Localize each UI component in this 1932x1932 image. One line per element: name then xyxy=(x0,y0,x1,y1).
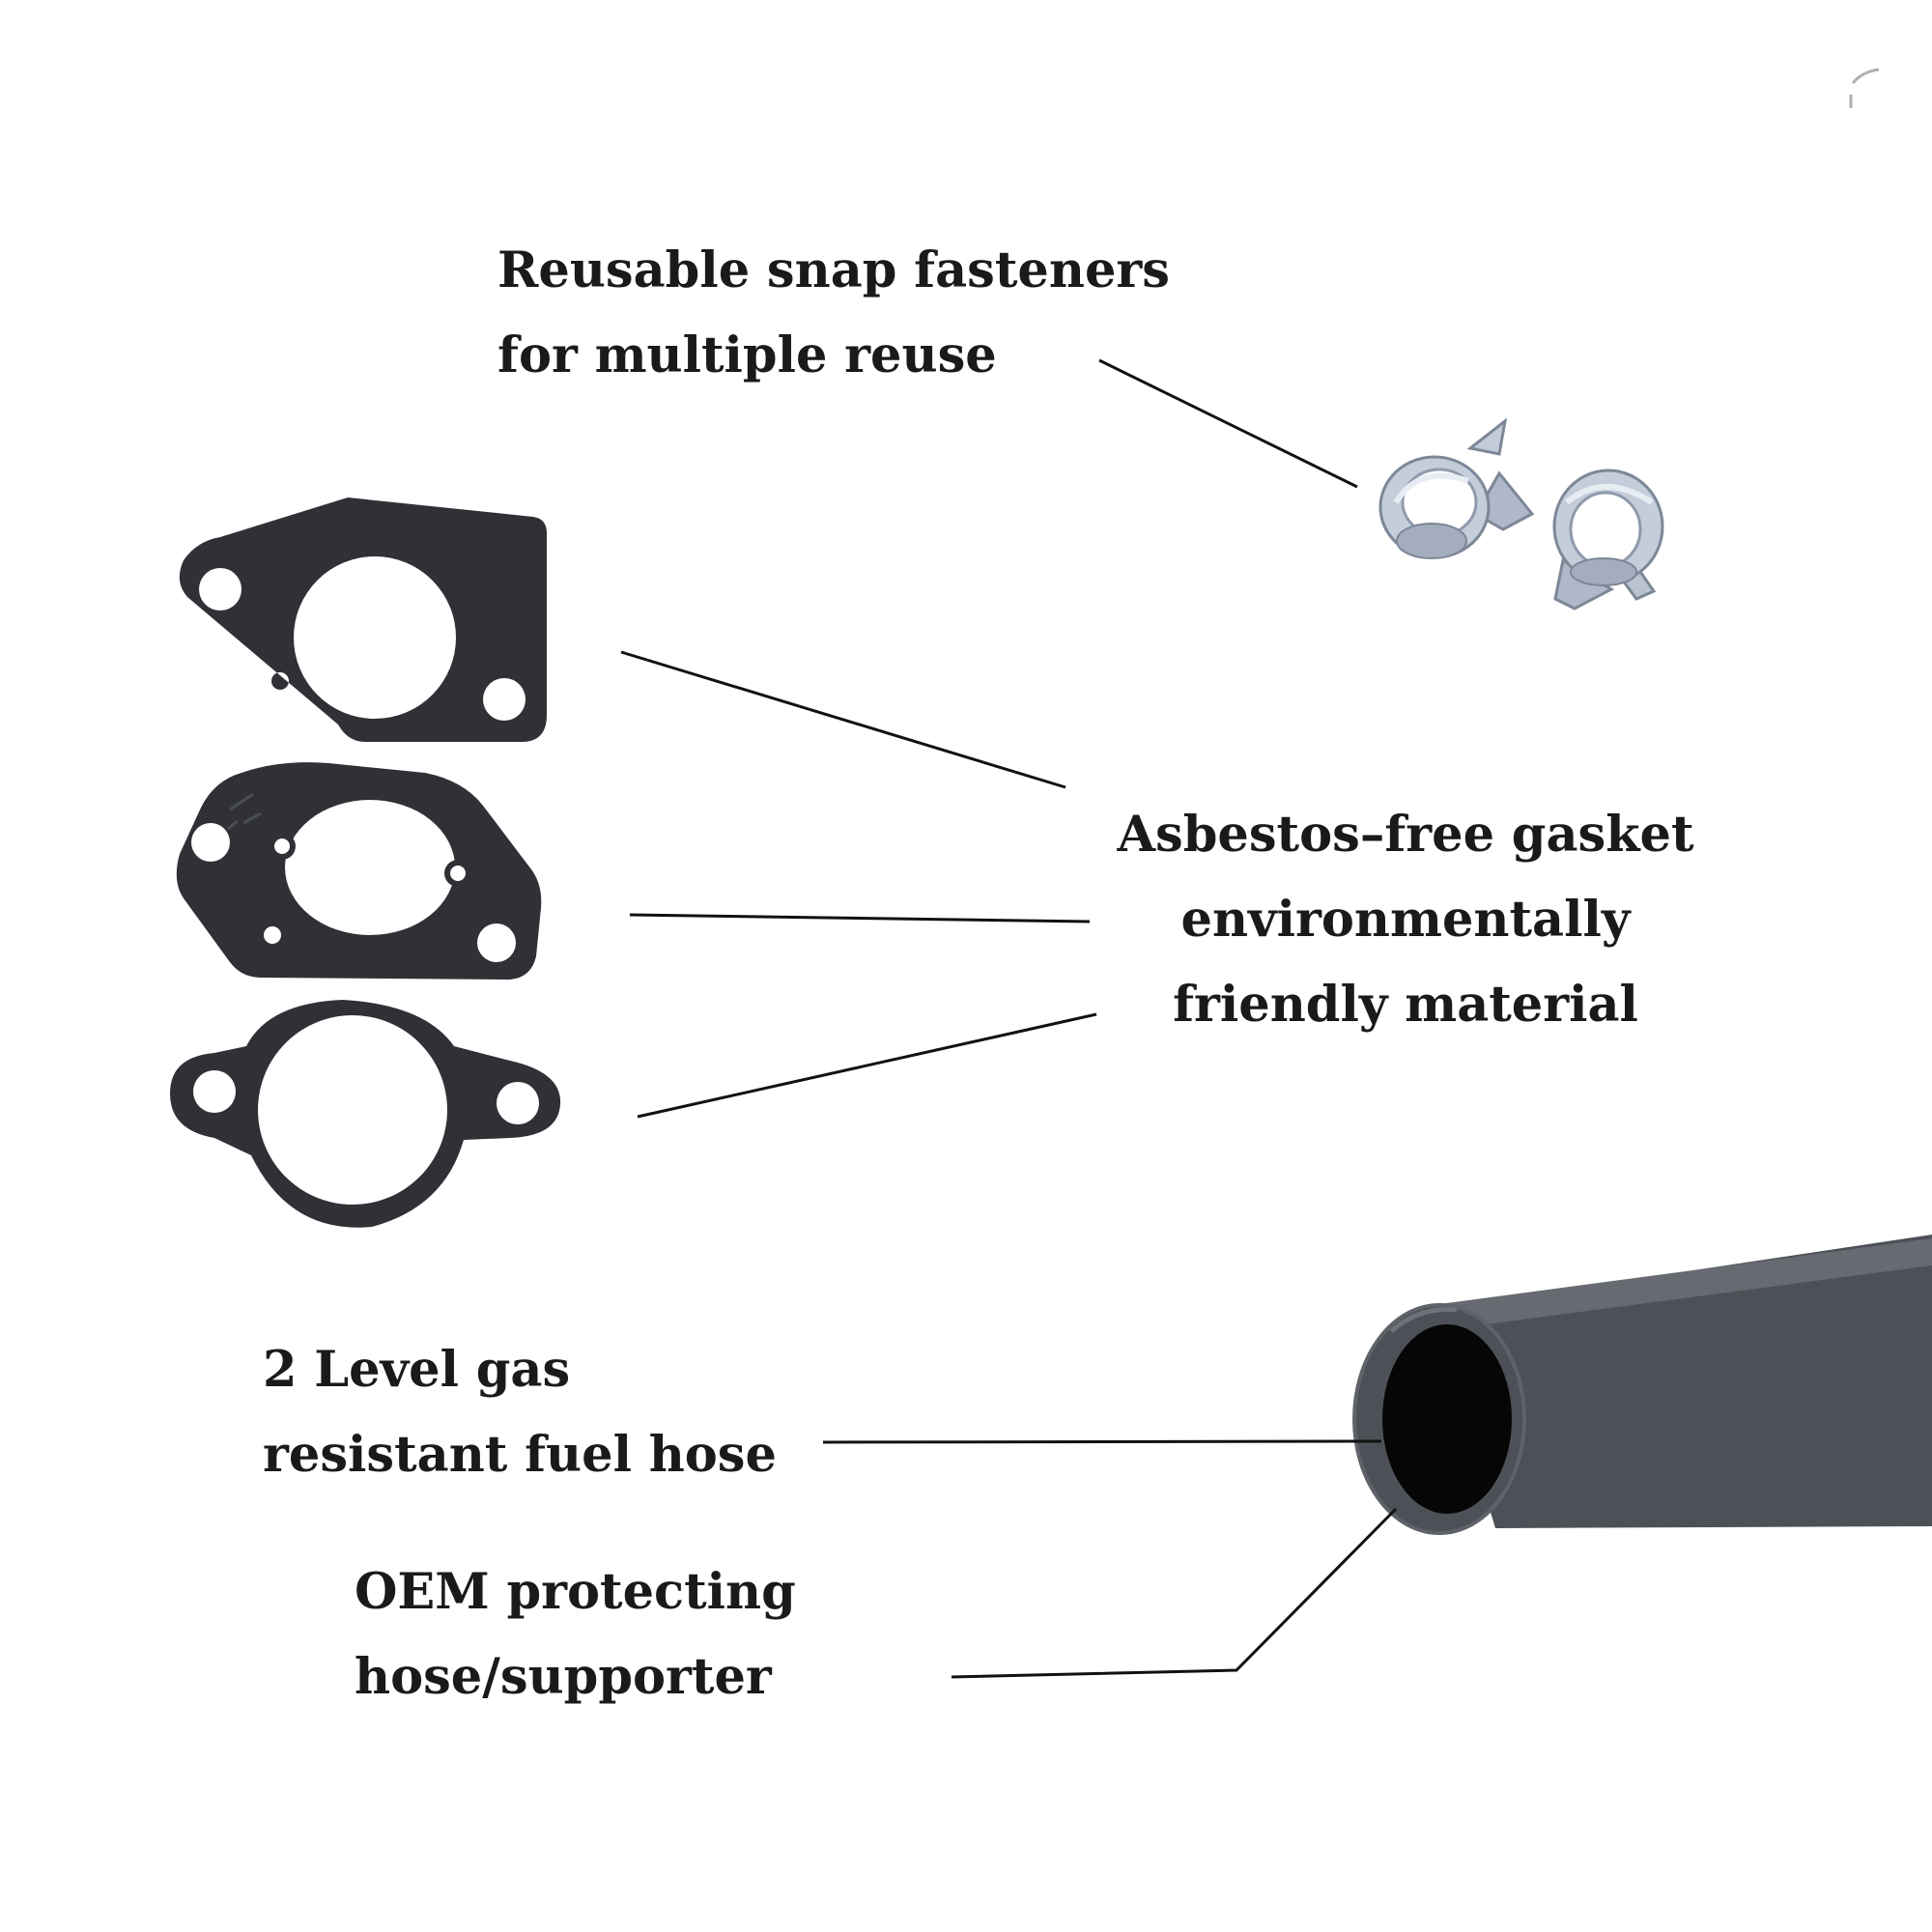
fuel-hose-caption: 2 Level gas resistant fuel hose xyxy=(263,1327,777,1497)
protecting-hose-caption-line-2: hose/supporter xyxy=(355,1648,772,1706)
callout-line-fuel-hose xyxy=(822,1439,1382,1444)
clamps-caption-line-2: for multiple reuse xyxy=(497,327,997,384)
callout-line-gasket-2 xyxy=(629,913,1091,923)
fuel-hose-caption-line-1: 2 Level gas xyxy=(263,1341,571,1399)
callout-line-gasket-3 xyxy=(637,1012,1097,1119)
callout-line-clamps xyxy=(1098,358,1358,489)
gasket-caption-line-1: Asbestos–free gasket xyxy=(1117,806,1694,864)
clamps-caption-line-1: Reusable snap fasteners xyxy=(497,242,1170,299)
fuel-hose-caption-line-2: resistant fuel hose xyxy=(263,1426,777,1484)
gasket-1-icon xyxy=(179,497,548,742)
gasket-caption-line-3: friendly material xyxy=(1173,976,1638,1034)
gasket-caption-line-2: environmentally xyxy=(1180,891,1631,949)
callout-line-protecting-hose xyxy=(951,1507,1398,1679)
spring-clamp-icon xyxy=(1378,417,1535,559)
protecting-hose-caption: OEM protecting hose/supporter xyxy=(355,1549,796,1719)
protecting-hose-caption-line-1: OEM protecting xyxy=(355,1563,796,1621)
gasket-caption: Asbestos–free gasket environmentally fri… xyxy=(1077,792,1734,1047)
fuel-hose-icon xyxy=(1352,1235,1932,1535)
callout-line-gasket-1 xyxy=(620,650,1066,789)
clamps-caption: Reusable snap fasteners for multiple reu… xyxy=(497,228,1170,398)
corner-mark-icon xyxy=(1849,68,1880,108)
gasket-2-icon xyxy=(176,762,542,980)
spring-clamp-icon xyxy=(1552,469,1664,611)
gasket-3-icon xyxy=(170,1000,561,1228)
